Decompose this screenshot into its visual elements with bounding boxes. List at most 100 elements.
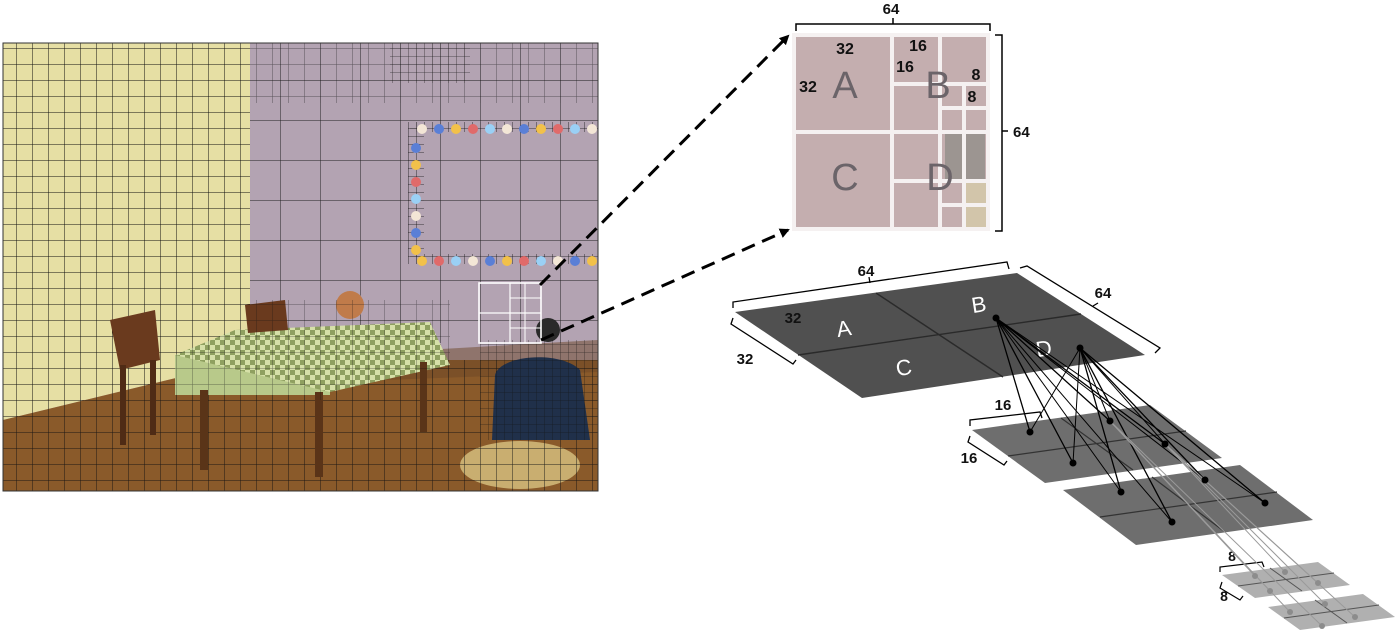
leaf-block-height-label: 8 [968,89,977,106]
level-8-depth-label: 8 [1220,588,1228,604]
zoomed-64-block: 64 64 32 32 16 16 8 8 A B C D [792,1,1030,232]
bulb [536,124,546,134]
bulb [411,245,421,255]
tree-link-leaf [1109,420,1323,627]
tree-link-leaf [1109,420,1291,613]
bulb [485,256,495,266]
tree-node [1106,417,1114,425]
zoom-letter-c: C [831,157,858,199]
plane-letter-c: C [894,354,914,381]
tree-node [1076,344,1084,352]
bulb [434,124,444,134]
bulb [519,124,529,134]
bulb [411,228,421,238]
tree-link [1029,347,1081,433]
plane-letter-b: B [970,291,988,318]
string-lights [408,122,598,266]
level-16-width-label: 16 [995,397,1012,414]
tree-link [1079,347,1206,481]
level-8-width-label: 8 [1228,548,1236,564]
tree-nodes [992,314,1358,629]
selected-64-block-marker [478,282,542,344]
tree-link [995,317,1266,504]
bulb [451,124,461,134]
zoom-letter-d: D [926,157,953,199]
bulb [485,124,495,134]
tree-link [995,317,1111,422]
width-bracket [795,23,991,31]
tree-link [995,317,1206,481]
tree-node [1201,476,1209,484]
zoom-arrow-bottom [540,228,790,342]
partitioned-scene-photo [3,43,598,491]
plane-letter-d: D [1034,335,1054,362]
bulb [411,194,421,204]
zoom-letter-a: A [832,65,858,107]
tree-leaf-node [1267,588,1273,594]
level-32-depth-label: 32 [737,351,754,368]
bulb [411,177,421,187]
level-16-depth-label: 16 [961,450,978,467]
block-a-width-label: 32 [836,41,854,58]
zoom-arrow-top [538,34,790,287]
bulb [536,256,546,266]
tree-link [995,317,1031,433]
tree-link [995,317,1122,493]
bulb [570,124,580,134]
height-bracket [995,34,1003,232]
tree-link [995,317,1173,523]
tree-node [1026,428,1034,436]
tree-leaf-node [1315,580,1321,586]
tree-leaf-node [1282,569,1288,575]
tree-links [995,317,1356,627]
bulb [587,256,597,266]
tree-node [1069,459,1077,467]
bulb [519,256,529,266]
tree-leaf-node [1352,614,1358,620]
tree-leaf-node [1252,573,1258,579]
zoom-height-label: 64 [1013,124,1030,141]
tree-link-leaf [1164,443,1326,605]
bulb [502,124,512,134]
level-32-width-label: 32 [785,310,802,327]
level-64-width-label: 64 [858,263,875,280]
tree-link [1079,347,1122,493]
level-64-depth-label: 64 [1095,285,1112,302]
block-a-height-label: 32 [799,79,817,96]
tree-link-leaf [1164,443,1286,573]
tree-node [1261,499,1269,507]
tree-link [995,317,1166,445]
bulb [587,124,597,134]
sub-block-width-label: 16 [909,38,927,55]
bulb [451,256,461,266]
tree-leaf-node [1287,609,1293,615]
tree-link [1079,347,1173,523]
tree-link [1072,347,1081,464]
tree-link [995,317,1074,464]
tree-node [1168,518,1176,526]
tree-link-leaf [1164,443,1356,618]
zoom-width-label: 64 [883,1,900,18]
bulb [411,160,421,170]
bulb [553,124,563,134]
leaf-block-width-label: 8 [972,67,981,84]
quadtree-levels: 64 64 32 32 A B C D 16 16 8 8 [730,261,1395,630]
bulb [570,256,580,266]
bulb [468,124,478,134]
bulb [417,256,427,266]
tree-node [992,314,1000,322]
zoom-letter-b: B [925,65,950,107]
tree-leaf-node [1319,623,1325,629]
bulb [417,124,427,134]
bulb [468,256,478,266]
plane-letter-a: A [835,315,854,342]
bulb [502,256,512,266]
tree-link [1079,347,1111,422]
sub-block-height-label: 16 [896,59,914,76]
bulb [411,143,421,153]
tree-link [1079,347,1166,445]
bulb [411,211,421,221]
tree-link [1079,347,1266,504]
tree-node [1117,488,1125,496]
